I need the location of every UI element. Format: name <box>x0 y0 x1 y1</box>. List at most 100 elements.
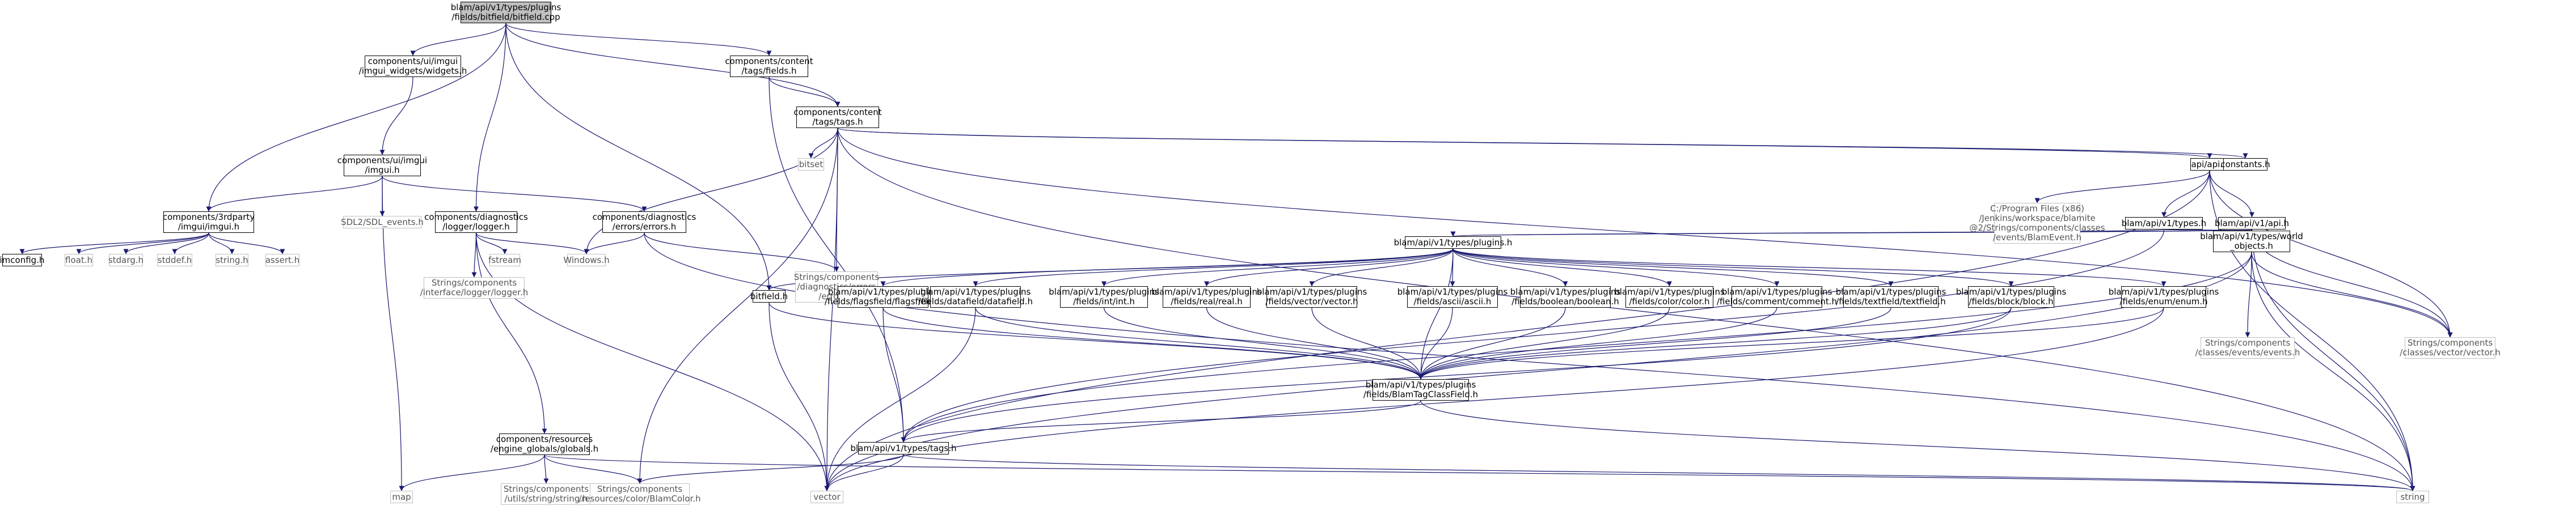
node-label: /logger/logger.h <box>442 222 510 232</box>
node-label: Strings/components <box>2407 338 2493 348</box>
node-label: /imgui/imgui.h <box>178 222 240 232</box>
node-bitfield-cpp[interactable]: blam/api/v1/types/plugins/fields/bitfiel… <box>451 2 561 23</box>
node-api-h[interactable]: api/api.h <box>2190 158 2229 171</box>
include-edge <box>637 128 838 484</box>
node-sdl-events-h[interactable]: SDL2/SDL_events.h <box>341 216 424 228</box>
node-assert-h[interactable]: assert.h <box>265 254 299 266</box>
node-types-h[interactable]: blam/api/v1/types.h <box>2122 217 2206 230</box>
node-label: /fields/real/real.h <box>1171 296 1243 307</box>
node-boolean-h[interactable]: blam/api/v1/types/plugins/fields/boolean… <box>1510 286 1620 308</box>
include-edge <box>824 454 904 491</box>
node-block-h[interactable]: blam/api/v1/types/plugins/fields/block/b… <box>1956 286 2066 308</box>
include-edge <box>1418 307 2164 380</box>
node-real-h[interactable]: blam/api/v1/types/plugins/fields/real/re… <box>1151 286 1262 308</box>
node-imgui-widgets-h[interactable]: components/ui/imgui/imgui_widgets/widget… <box>359 56 467 77</box>
node-classes-vector-h[interactable]: Strings/components/classes/vector/vector… <box>2400 337 2501 359</box>
node-constants-h[interactable]: constants.h <box>2220 158 2270 171</box>
include-edge <box>1452 248 1568 287</box>
node-globals-h[interactable]: components/resources/engine_globals/glob… <box>491 434 598 455</box>
node-float-h[interactable]: float.h <box>65 254 93 266</box>
node-label: blam/api/v1/types/plugins <box>1614 287 1725 297</box>
node-label: blam/api/v1/types/plugins <box>1721 287 1832 297</box>
node-imconfig-h[interactable]: imconfig.h <box>0 254 44 266</box>
include-edge <box>410 23 506 56</box>
node-interface-logger-h[interactable]: Strings/components/interface/logger/logg… <box>420 277 528 299</box>
node-textfield-h[interactable]: blam/api/v1/types/plugins/fields/textfie… <box>1836 286 1946 308</box>
include-edge <box>1311 307 1424 380</box>
node-ascii-h[interactable]: blam/api/v1/types/plugins/fields/ascii/a… <box>1397 286 1507 308</box>
node-label: blam/api/v1/types/tags.h <box>850 443 957 453</box>
include-edge <box>1452 248 2014 287</box>
include-edge <box>644 232 839 272</box>
node-blamtagclassfield-h[interactable]: blam/api/v1/types/plugins/fields/BlamTag… <box>1363 379 1478 401</box>
include-edge <box>837 128 2415 491</box>
include-edge <box>208 232 285 254</box>
node-logger-h[interactable]: components/diagnostics/logger/logger.h <box>424 211 528 233</box>
node-int-h[interactable]: blam/api/v1/types/plugins/fields/int/int… <box>1049 286 1159 308</box>
node-comment-h[interactable]: blam/api/v1/types/plugins/fields/comment… <box>1717 286 1837 308</box>
node-label: /tags/fields.h <box>741 66 797 76</box>
include-edge <box>2209 170 2254 218</box>
node-string[interactable]: string <box>2396 491 2429 503</box>
node-v1-api-h[interactable]: blam/api/v1/api.h <box>2215 217 2289 230</box>
node-label: components/diagnostics <box>592 212 696 222</box>
node-label: /fields/comment/comment.h <box>1716 296 1838 307</box>
include-edge <box>2245 252 2252 338</box>
node-label: /fields/ascii/ascii.h <box>1413 296 1492 307</box>
node-fstream[interactable]: fstream <box>488 254 521 266</box>
node-label: /fields/BlamTagClassField.h <box>1363 389 1479 400</box>
node-errors-h[interactable]: components/diagnostics/errors/errors.h <box>593 211 696 233</box>
node-stddef-h[interactable]: stddef.h <box>157 254 192 266</box>
node-label: Windows.h <box>563 254 610 265</box>
node-label: string.h <box>216 254 248 265</box>
node-label: /fields/boolean/boolean.h <box>1511 296 1619 307</box>
node-label: blam/api/v1/types/plugins <box>1835 287 1946 297</box>
include-edge <box>2251 252 2453 338</box>
node-label: Strings/components <box>793 272 880 282</box>
node-map[interactable]: map <box>390 491 413 503</box>
node-content-tags-h[interactable]: components/content/tags/tags.h <box>793 107 882 128</box>
node-3rdparty-imgui-h[interactable]: components/3rdparty/imgui/imgui.h <box>162 211 255 233</box>
node-color-h[interactable]: blam/api/v1/types/plugins/fields/color/c… <box>1614 286 1725 308</box>
node-label: components/3rdparty <box>162 212 255 222</box>
node-content-fields-h[interactable]: components/content/tags/fields.h <box>725 56 813 77</box>
node-vector-h[interactable]: blam/api/v1/types/plugins/fields/vector/… <box>1257 286 1367 308</box>
include-edge <box>824 307 2164 491</box>
node-string-util-h[interactable]: Strings/components/utils/string/string.h <box>501 483 592 505</box>
include-edge <box>505 23 841 107</box>
node-flagsfield-h[interactable]: blam/api/v1/types/plugins/fields/flagsfi… <box>825 286 941 308</box>
node-bitset[interactable]: bitset <box>798 158 824 171</box>
node-v1-tags-h[interactable]: blam/api/v1/types/tags.h <box>850 442 957 454</box>
node-label: stdarg.h <box>108 254 144 265</box>
node-label: bitset <box>799 159 824 169</box>
node-blamcolor-h[interactable]: Strings/components/resources/color/BlamC… <box>578 483 701 505</box>
node-stdarg-h[interactable]: stdarg.h <box>108 254 144 266</box>
node-label: /Jenkins/workspace/blamite <box>1979 213 2096 223</box>
node-vector[interactable]: vector <box>810 491 843 503</box>
node-windows-h[interactable]: Windows.h <box>563 254 610 266</box>
node-blamevent-h[interactable]: C:/Program Files (x86)/Jenkins/workspace… <box>1969 203 2105 244</box>
node-label: _objects.h <box>2230 241 2273 251</box>
node-label: fstream <box>488 254 521 265</box>
node-label: /fields/enum/enum.h <box>2119 296 2208 307</box>
include-edge <box>1418 307 1670 380</box>
node-label: /imgui_widgets/widgets.h <box>358 66 467 76</box>
include-edge <box>1206 307 1424 380</box>
include-edge <box>1452 248 1780 287</box>
node-string-h[interactable]: string.h <box>216 254 248 266</box>
node-ui-imgui-h[interactable]: components/ui/imgui/imgui.h <box>337 155 427 176</box>
node-plugins-h[interactable]: blam/api/v1/types/plugins.h <box>1394 236 1512 249</box>
node-datafield-h[interactable]: blam/api/v1/types/plugins/fields/datafie… <box>918 286 1033 308</box>
include-edge <box>172 232 209 254</box>
node-label: /events/BlamEvent.h <box>1992 232 2082 243</box>
node-world-objects-h[interactable]: blam/api/v1/types/world_objects.h <box>2200 231 2303 252</box>
node-label: blam/api/v1/types/plugins <box>1151 287 1262 297</box>
include-edge <box>901 252 2252 443</box>
node-label: blam/api/v1/types/plugins <box>1397 287 1508 297</box>
node-label: /imgui.h <box>365 165 400 175</box>
node-events-h[interactable]: Strings/components/classes/events/events… <box>2195 337 2300 359</box>
include-edge <box>1418 307 1566 380</box>
node-enum-h[interactable]: blam/api/v1/types/plugins/fields/enum/en… <box>2109 286 2219 308</box>
node-bitfield-h[interactable]: bitfield.h <box>750 290 788 303</box>
include-edge <box>1101 248 1454 287</box>
